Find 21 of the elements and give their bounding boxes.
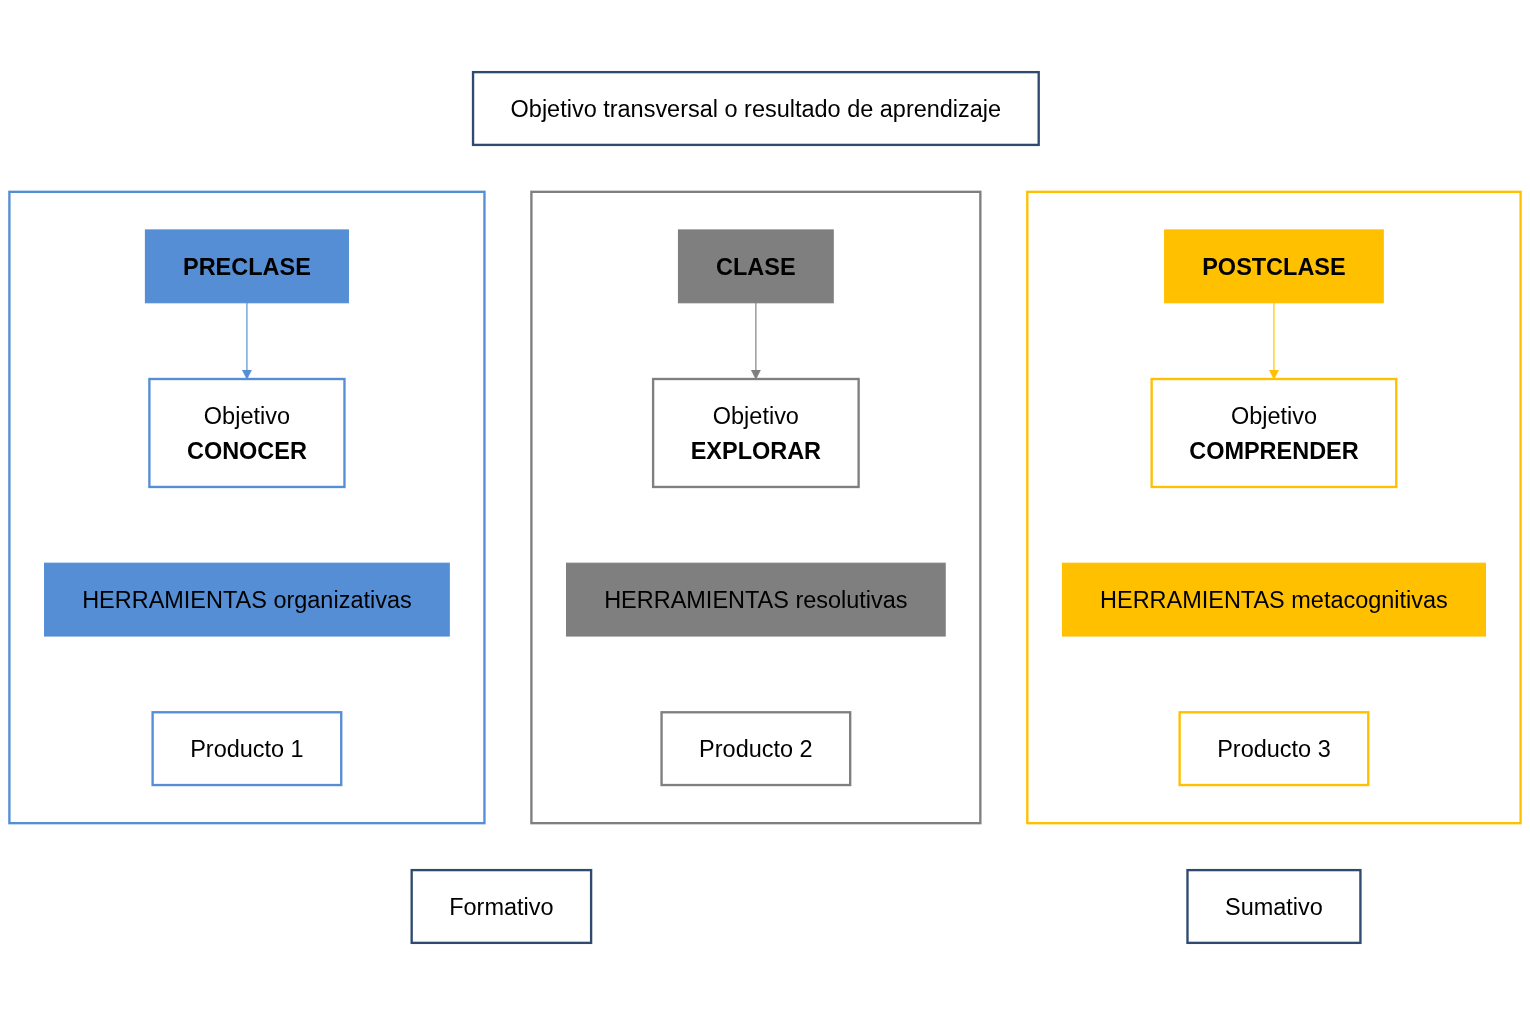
- node-box: Objetivo transversal o resultado de aprendizaje: [471, 70, 1040, 147]
- node-box: Formativo: [410, 868, 593, 945]
- node-box: HERRAMIENTAS resolutivas: [566, 562, 946, 637]
- node-box: Objetivo COMPRENDER: [1150, 377, 1398, 489]
- cluster: [530, 190, 982, 825]
- cluster: [8, 190, 486, 825]
- arrow: [241, 302, 253, 380]
- node-box: POSTCLASE: [1164, 229, 1384, 304]
- arrow: [750, 302, 762, 380]
- node-box: HERRAMIENTAS organizativas: [44, 562, 450, 637]
- node-box: Producto 1: [151, 711, 343, 787]
- node-box: Sumativo: [1186, 868, 1362, 945]
- node-box: HERRAMIENTAS metacognitivas: [1061, 562, 1486, 637]
- node-box: Objetivo CONOCER: [148, 377, 346, 489]
- node-box: PRECLASE: [144, 229, 349, 304]
- node-box: Objetivo EXPLORAR: [651, 377, 860, 489]
- arrow: [1268, 302, 1280, 380]
- cluster: [1026, 190, 1522, 825]
- node-box: CLASE: [677, 229, 834, 304]
- node-box: Producto 3: [1178, 711, 1370, 787]
- node-box: Producto 2: [660, 711, 852, 787]
